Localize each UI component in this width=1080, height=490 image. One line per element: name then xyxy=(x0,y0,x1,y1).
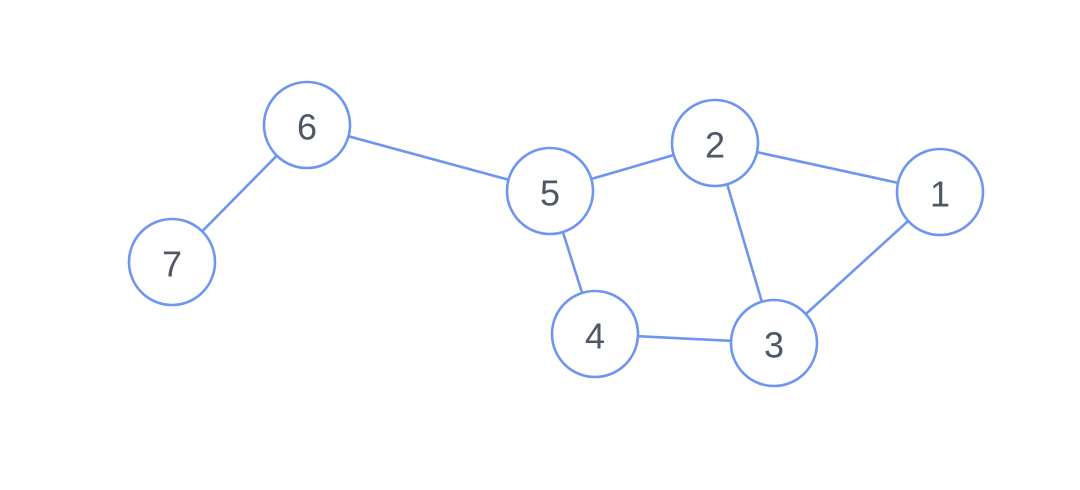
node-circle-5[interactable] xyxy=(505,146,595,236)
node-7[interactable]: 7 xyxy=(127,217,217,307)
node-circle-4[interactable] xyxy=(550,289,640,379)
node-5[interactable]: 5 xyxy=(505,146,595,236)
node-1[interactable]: 1 xyxy=(895,147,985,237)
node-3[interactable]: 3 xyxy=(729,298,819,388)
node-circle-3[interactable] xyxy=(729,298,819,388)
node-circle-1[interactable] xyxy=(895,147,985,237)
node-2[interactable]: 2 xyxy=(670,98,760,188)
node-circle-7[interactable] xyxy=(127,217,217,307)
node-6[interactable]: 6 xyxy=(262,80,352,170)
node-circle-2[interactable] xyxy=(670,98,760,188)
node-circle-6[interactable] xyxy=(262,80,352,170)
node-4[interactable]: 4 xyxy=(550,289,640,379)
nodes-layer: 1 2 34 5 67 xyxy=(127,80,985,388)
